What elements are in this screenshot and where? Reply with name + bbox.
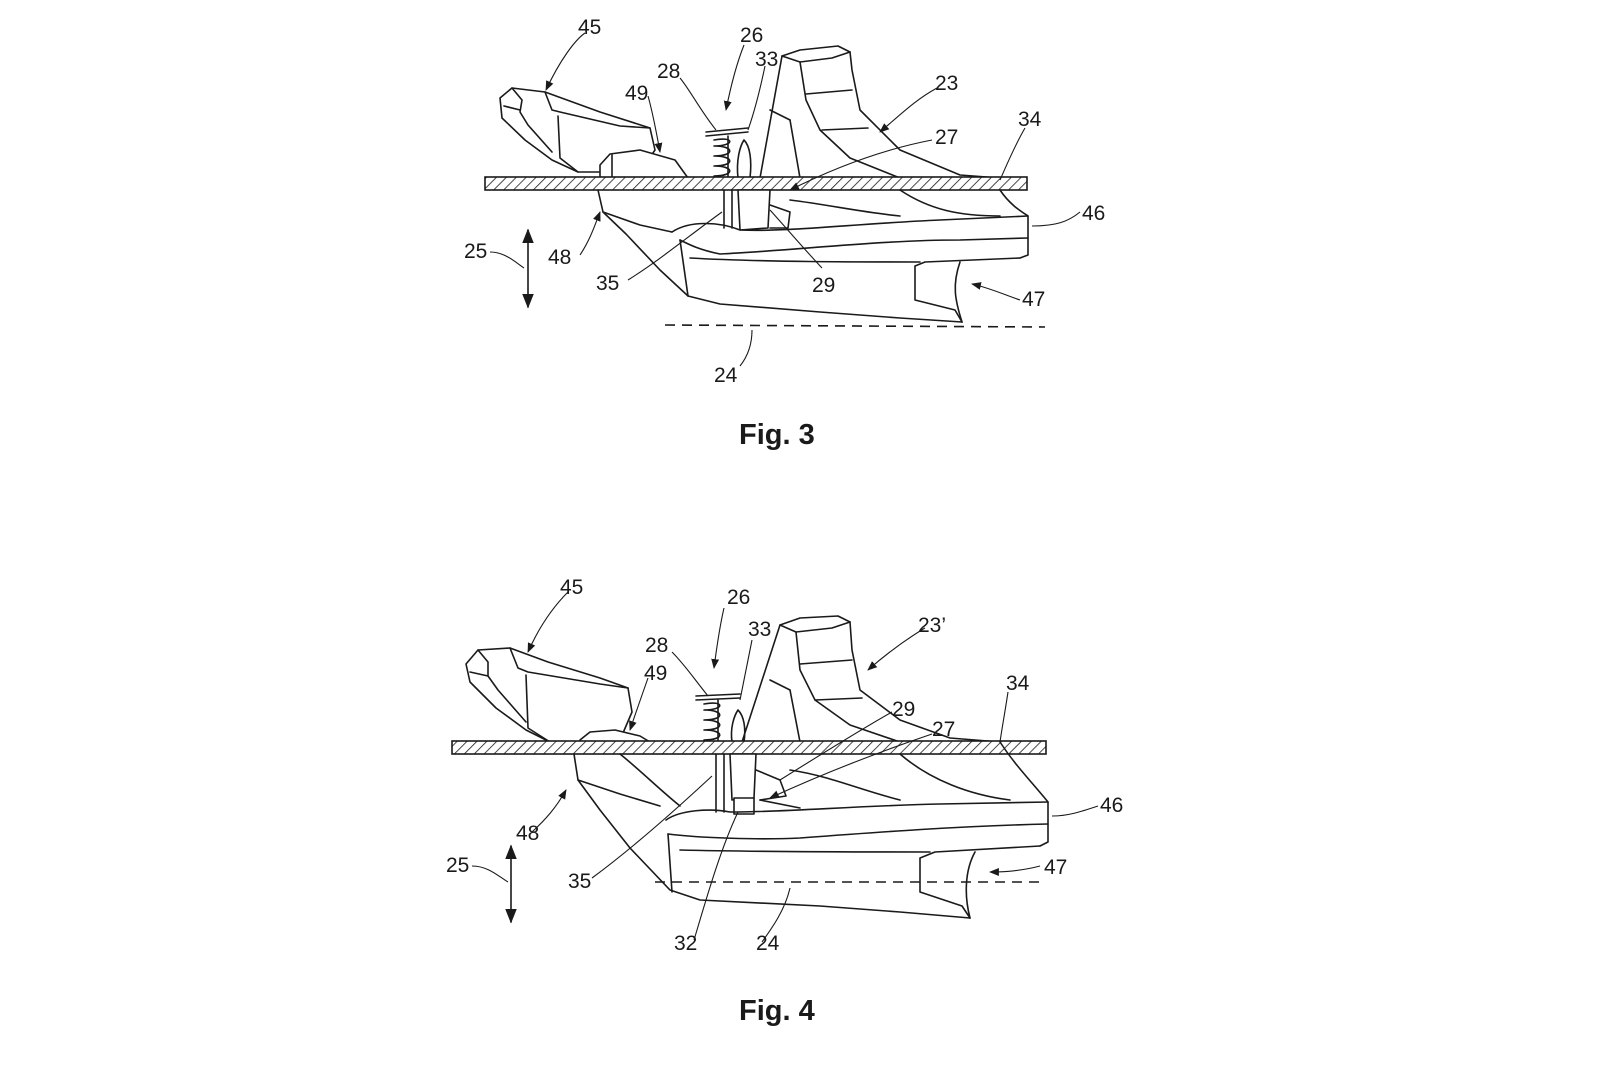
body-panel-34 xyxy=(484,176,1028,191)
figure-3-caption: Fig. 3 xyxy=(739,419,815,451)
label-32: 32 xyxy=(674,932,697,955)
label-47: 47 xyxy=(1044,856,1067,879)
label-34: 34 xyxy=(1018,108,1042,131)
label-35: 35 xyxy=(568,870,591,893)
spoiler-body-46 xyxy=(573,741,1049,919)
label-45: 45 xyxy=(560,576,583,599)
labels-fig4: 45 26 28 33 49 23’ 29 27 34 46 25 48 35 … xyxy=(446,576,1123,955)
label-45: 45 xyxy=(578,16,601,39)
figure-3: 45 26 28 33 49 23 27 34 46 25 48 35 29 4… xyxy=(464,16,1105,451)
pin-bracket-assembly xyxy=(715,753,801,815)
spring-actuator-26 xyxy=(705,127,752,179)
label-28: 28 xyxy=(657,60,680,83)
label-23-prime: 23’ xyxy=(918,614,946,637)
deflector-body-23-prime xyxy=(741,615,1001,743)
label-46: 46 xyxy=(1082,202,1105,225)
label-34: 34 xyxy=(1006,672,1030,695)
figure-4-caption: Fig. 4 xyxy=(739,995,815,1027)
label-24: 24 xyxy=(714,364,738,387)
label-46: 46 xyxy=(1100,794,1123,817)
leader-lines-fig3 xyxy=(489,32,1081,367)
figure-4: 45 26 28 33 49 23’ 29 27 34 46 25 48 35 … xyxy=(446,576,1123,1027)
label-48: 48 xyxy=(548,246,571,269)
label-48: 48 xyxy=(516,822,539,845)
spring-actuator-26 xyxy=(695,693,746,743)
label-23: 23 xyxy=(935,72,958,95)
labels-fig3: 45 26 28 33 49 23 27 34 46 25 48 35 29 4… xyxy=(464,16,1105,387)
body-panel-34 xyxy=(451,740,1047,755)
label-29: 29 xyxy=(892,698,915,721)
label-25: 25 xyxy=(446,854,469,877)
pin-bracket-assembly xyxy=(723,189,791,231)
deflector-body-23 xyxy=(759,45,1001,179)
label-33: 33 xyxy=(755,48,778,71)
spoiler-body-46 xyxy=(597,189,1029,323)
label-25: 25 xyxy=(464,240,487,263)
label-27: 27 xyxy=(932,718,955,741)
label-28: 28 xyxy=(645,634,668,657)
label-24: 24 xyxy=(756,932,780,955)
label-29: 29 xyxy=(812,274,835,297)
label-26: 26 xyxy=(727,586,750,609)
label-47: 47 xyxy=(1022,288,1045,311)
label-33: 33 xyxy=(748,618,771,641)
actuator-arm-49 xyxy=(599,149,689,179)
label-49: 49 xyxy=(625,82,648,105)
rear-flap-45 xyxy=(499,87,656,173)
label-27: 27 xyxy=(935,126,958,149)
label-49: 49 xyxy=(644,662,667,685)
label-26: 26 xyxy=(740,24,763,47)
rear-flap-45 xyxy=(465,647,633,743)
leader-lines-fig4 xyxy=(471,591,1099,943)
reference-line-24 xyxy=(664,324,1046,328)
label-35: 35 xyxy=(596,272,619,295)
